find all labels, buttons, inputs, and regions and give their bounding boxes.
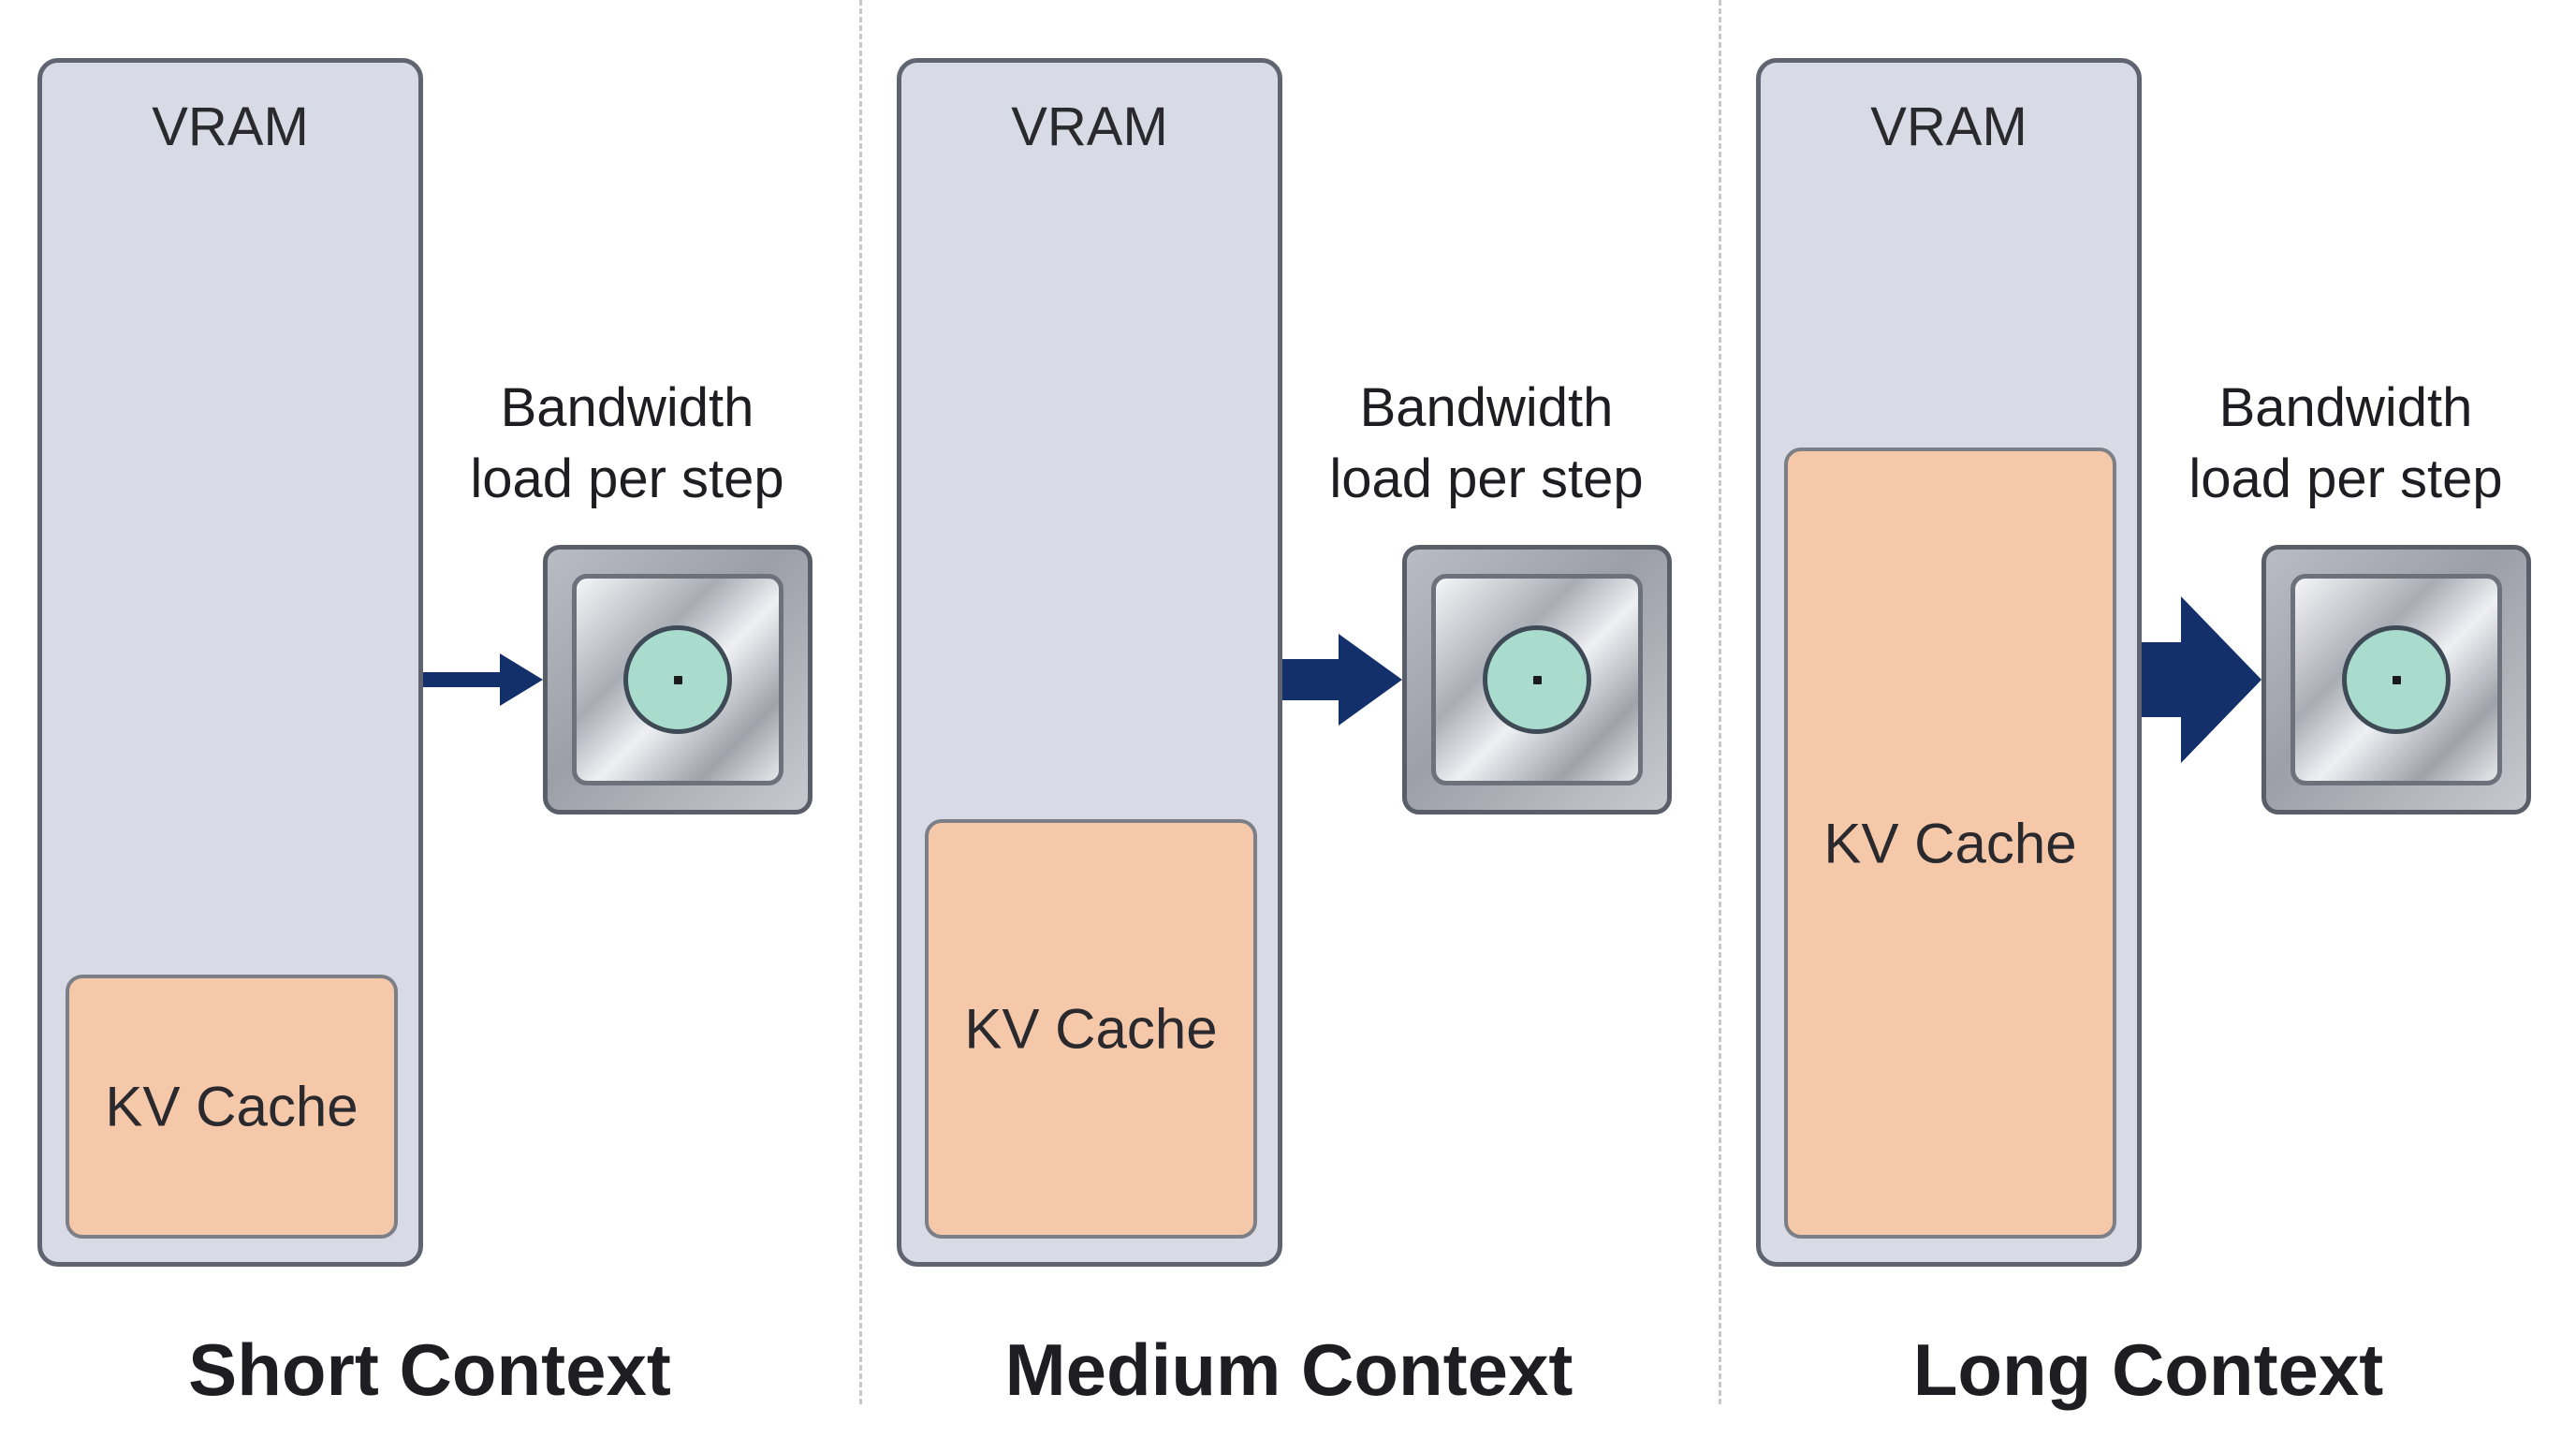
panel-divider [1719,0,1721,1404]
kv-cache-label: KV Cache [1823,812,2077,874]
bandwidth-label-line1: Bandwidth [500,377,754,438]
kv-cache-block: KV Cache [1784,448,2116,1239]
chip-core [2291,574,2502,785]
arrow-shape [423,653,543,706]
vram-block: VRAM KV Cache [1756,58,2142,1267]
vram-label: VRAM [1870,96,2027,157]
chip-dot [674,676,682,684]
arrow-right-icon [423,653,543,706]
bandwidth-label-line2: load per step [1329,448,1644,509]
panel-divider [859,0,862,1404]
chip-core [1431,574,1643,785]
panel-title: Short Context [188,1328,671,1411]
bandwidth-label-line1: Bandwidth [2218,377,2473,438]
kv-cache-block: KV Cache [925,819,1257,1239]
panel-medium-context: VRAM KV Cache Bandwidth load per step Me… [859,0,1719,1438]
kv-cache-label: KV Cache [964,997,1218,1061]
chip-dot [1533,676,1542,684]
vram-block: VRAM KV Cache [37,58,423,1267]
chip-icon [1402,545,1672,814]
kv-cache-label: KV Cache [105,1075,359,1138]
panel-title: Long Context [1912,1328,2384,1411]
bandwidth-label-line1: Bandwidth [1359,377,1614,438]
chip-disc [2342,625,2451,734]
chip-disc [1483,625,1591,734]
bandwidth-label-line2: load per step [2188,448,2503,509]
chip-core [572,574,783,785]
vram-block: VRAM KV Cache [897,58,1282,1267]
vram-label: VRAM [152,96,309,157]
chip-disc [623,625,732,734]
arrow-shape [1282,634,1402,726]
arrow-right-icon [2142,596,2261,763]
kv-cache-block: KV Cache [66,975,398,1239]
arrow-shape [2142,596,2261,763]
chip-icon [543,545,812,814]
bandwidth-label: Bandwidth load per step [440,373,814,515]
bandwidth-label: Bandwidth load per step [1299,373,1674,515]
panel-short-context: VRAM KV Cache Bandwidth load per step Sh… [0,0,859,1438]
panel-title: Medium Context [1004,1328,1573,1411]
bandwidth-label: Bandwidth load per step [2159,373,2533,515]
arrow-right-icon [1282,634,1402,726]
chip-dot [2393,676,2401,684]
vram-label: VRAM [1011,96,1168,157]
bandwidth-label-line2: load per step [470,448,784,509]
panel-long-context: VRAM KV Cache Bandwidth load per step Lo… [1719,0,2576,1438]
chip-icon [2261,545,2531,814]
